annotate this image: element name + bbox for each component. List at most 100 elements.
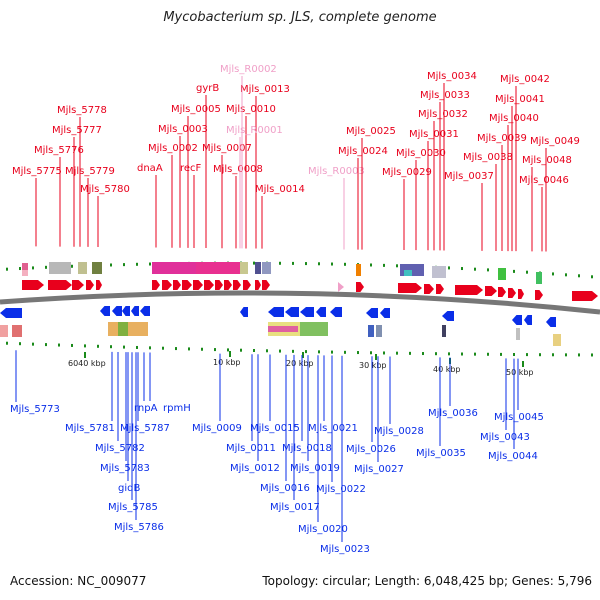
forward-gene-arrow bbox=[262, 280, 270, 290]
gene-label: recF bbox=[180, 163, 202, 174]
gene-label: Mjls_0049 bbox=[530, 136, 580, 147]
gene-label: Mjls_5775 bbox=[12, 166, 62, 177]
forward-gene-arrow bbox=[215, 280, 223, 290]
gene-label: Mjls_0005 bbox=[171, 104, 221, 115]
forward-gene-arrow bbox=[22, 280, 44, 290]
gene-label: Mjls_0022 bbox=[316, 484, 366, 495]
scale-tick-upper bbox=[110, 263, 112, 267]
scale-tick-lower bbox=[279, 349, 281, 353]
scale-tick-lower bbox=[422, 352, 424, 356]
gene-label: Mjls_0027 bbox=[354, 464, 404, 475]
scale-tick-lower bbox=[58, 343, 60, 347]
scale-tick-lower bbox=[240, 348, 242, 352]
gene-label: Mjls_0026 bbox=[346, 444, 396, 455]
gene-label: Mjls_0028 bbox=[374, 426, 424, 437]
scale-tick-lower bbox=[409, 351, 411, 355]
cog-category-box bbox=[356, 264, 361, 276]
gene-label: Mjls_5781 bbox=[65, 423, 115, 434]
kbp-tick-mark bbox=[302, 352, 304, 358]
gene-label: Mjls_0016 bbox=[260, 483, 310, 494]
gene-label: Mjls_0014 bbox=[255, 184, 305, 195]
forward-gene-arrow bbox=[224, 280, 232, 290]
scale-tick-lower bbox=[383, 351, 385, 355]
gene-label: Mjls_0036 bbox=[428, 408, 478, 419]
forward-gene-arrow bbox=[72, 280, 84, 290]
cog-category-box bbox=[404, 270, 412, 276]
reverse-gene-arrow bbox=[300, 307, 314, 317]
genome-summary-text: Topology: circular; Length: 6,048,425 bp… bbox=[262, 574, 592, 588]
scale-tick-upper bbox=[578, 274, 580, 278]
gene-label: Mjls_0020 bbox=[298, 524, 348, 535]
reverse-gene-arrow bbox=[112, 306, 122, 316]
scale-tick-upper bbox=[370, 263, 372, 267]
scale-tick-lower bbox=[331, 350, 333, 354]
cog-category-box bbox=[442, 325, 446, 337]
scale-tick-upper bbox=[292, 261, 294, 265]
gene-label: Mjls_0023 bbox=[320, 544, 370, 555]
scale-tick-lower bbox=[110, 345, 112, 349]
reverse-gene-arrow bbox=[131, 306, 139, 316]
scale-tick-lower bbox=[461, 352, 463, 356]
gene-label: Mjls_0018 bbox=[282, 443, 332, 454]
forward-gene-arrow bbox=[86, 280, 94, 290]
gene-label: Mjls_0011 bbox=[226, 443, 276, 454]
scale-tick-lower bbox=[305, 350, 307, 354]
gene-label: Mjls_0010 bbox=[226, 104, 276, 115]
kbp-tick-label: 30 kbp bbox=[359, 361, 387, 370]
scale-tick-lower bbox=[19, 342, 21, 346]
gene-label: Mjls_0048 bbox=[522, 155, 572, 166]
forward-gene-arrow bbox=[152, 280, 160, 290]
scale-tick-lower bbox=[591, 353, 593, 357]
reverse-gene-arrow bbox=[546, 317, 556, 327]
kbp-tick-label: 6040 kbp bbox=[68, 359, 106, 368]
gene-label: Mjls_0009 bbox=[192, 423, 242, 434]
gene-label: Mjls_0002 bbox=[148, 143, 198, 154]
scale-tick-lower bbox=[370, 351, 372, 355]
scale-tick-upper bbox=[149, 262, 151, 266]
gene-label: Mjls_5777 bbox=[52, 125, 102, 136]
reverse-gene-arrow bbox=[0, 308, 22, 318]
gene-label: Mjls_0040 bbox=[489, 113, 539, 124]
kbp-tick-label: 50 kbp bbox=[506, 368, 534, 377]
scale-tick-upper bbox=[526, 270, 528, 274]
scale-tick-upper bbox=[565, 273, 567, 277]
scale-tick-lower bbox=[266, 349, 268, 353]
scale-tick-upper bbox=[344, 262, 346, 266]
cog-category-box bbox=[376, 325, 382, 337]
scale-tick-lower bbox=[435, 352, 437, 356]
scale-tick-lower bbox=[214, 348, 216, 352]
forward-gene-arrow bbox=[96, 280, 102, 290]
gene-label: Mjls_0021 bbox=[308, 423, 358, 434]
scale-tick-lower bbox=[201, 347, 203, 351]
scale-tick-upper bbox=[123, 263, 125, 267]
gene-label: Mjls_0019 bbox=[290, 463, 340, 474]
gene-label: Mjls_5773 bbox=[10, 404, 60, 415]
forward-gene-arrow bbox=[193, 280, 203, 290]
forward-gene-arrow bbox=[436, 284, 444, 294]
scale-tick-lower bbox=[162, 346, 164, 350]
gene-label: Mjls_0042 bbox=[500, 74, 550, 85]
scale-tick-upper bbox=[305, 262, 307, 266]
rna-gene-arrow bbox=[338, 282, 344, 292]
forward-gene-arrow bbox=[424, 284, 434, 294]
scale-tick-upper bbox=[461, 267, 463, 271]
gene-label: Mjls_0035 bbox=[416, 448, 466, 459]
reverse-gene-arrow bbox=[268, 307, 284, 317]
scale-tick-lower bbox=[487, 352, 489, 356]
gene-label: Mjls_0007 bbox=[202, 143, 252, 154]
gene-label: Mjls_5785 bbox=[108, 502, 158, 513]
scale-tick-lower bbox=[448, 352, 450, 356]
kbp-tick-label: 10 kbp bbox=[213, 358, 241, 367]
forward-gene-arrow bbox=[455, 285, 483, 295]
scale-tick-upper bbox=[32, 266, 34, 270]
gene-label: Mjls_5776 bbox=[34, 145, 84, 156]
reverse-gene-arrow bbox=[285, 307, 299, 317]
cog-category-box bbox=[536, 272, 542, 284]
scale-tick-lower bbox=[344, 350, 346, 354]
gene-label: dnaA bbox=[137, 163, 163, 174]
reverse-gene-arrow bbox=[380, 308, 390, 318]
forward-gene-arrow bbox=[182, 280, 192, 290]
scale-tick-lower bbox=[136, 345, 138, 349]
kbp-tick-label: 40 kbp bbox=[433, 365, 461, 374]
cog-category-box bbox=[22, 270, 28, 276]
